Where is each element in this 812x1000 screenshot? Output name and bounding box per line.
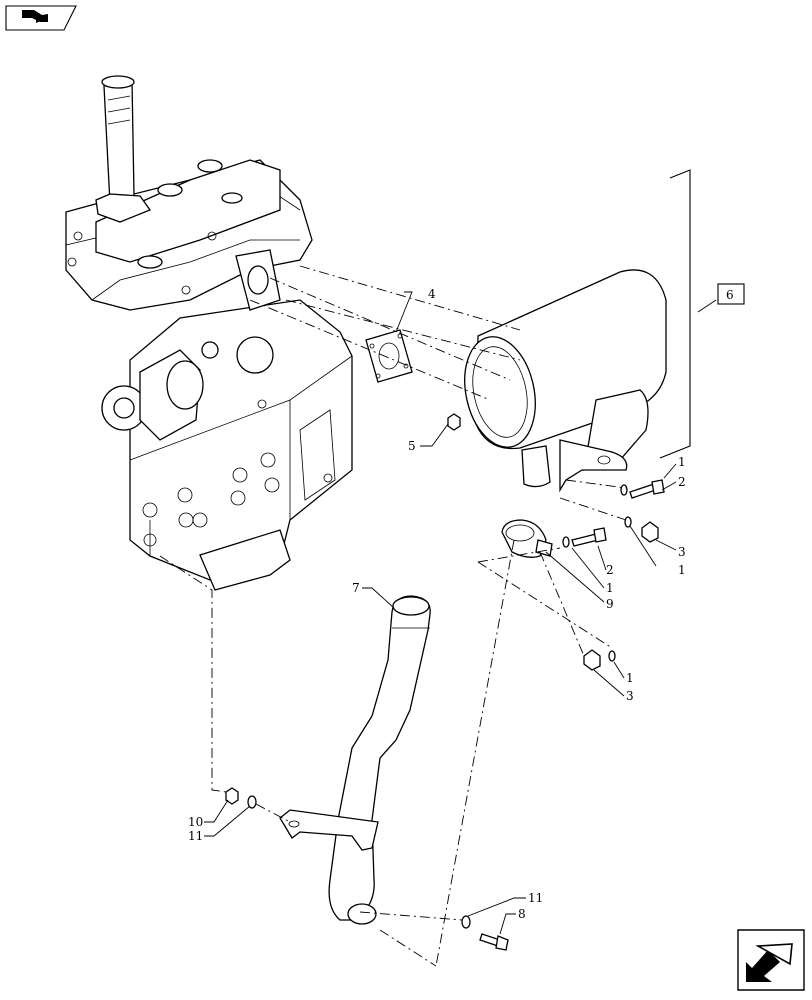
- back-arrow-icon[interactable]: [5, 5, 77, 31]
- hardware: [225, 413, 665, 951]
- callout-c7: 7: [352, 581, 360, 595]
- callout-labels: 1 2 3 1 2 1 9 1 3 4 5 6 7 10 11 11 8: [188, 287, 734, 921]
- callout-c2a: 2: [678, 475, 686, 489]
- engine-block: [65, 75, 353, 591]
- tailpipe: [279, 595, 431, 925]
- callout-c9: 9: [606, 597, 614, 611]
- callout-c1a: 1: [678, 455, 686, 469]
- callout-c4: 4: [428, 287, 436, 301]
- callout-c2b: 2: [606, 563, 614, 577]
- callout-c1b: 1: [678, 563, 686, 577]
- clamp: [501, 519, 553, 558]
- assembly-bracket-line: [659, 169, 745, 459]
- gasket: [365, 329, 413, 383]
- callout-c1c: 1: [606, 581, 614, 595]
- callout-c10: 10: [188, 815, 203, 829]
- callout-c3a: 3: [678, 545, 686, 559]
- callout-leaders: [204, 291, 677, 935]
- forward-arrow-icon[interactable]: [737, 929, 805, 991]
- callout-c11b: 11: [528, 891, 543, 905]
- callout-c1d: 1: [626, 671, 634, 685]
- callout-c5: 5: [408, 439, 416, 453]
- muffler: [464, 269, 667, 493]
- callout-c3b: 3: [626, 689, 634, 703]
- callout-c8: 8: [518, 907, 526, 921]
- callout-c11a: 11: [188, 829, 203, 843]
- callout-c6: 6: [726, 288, 734, 302]
